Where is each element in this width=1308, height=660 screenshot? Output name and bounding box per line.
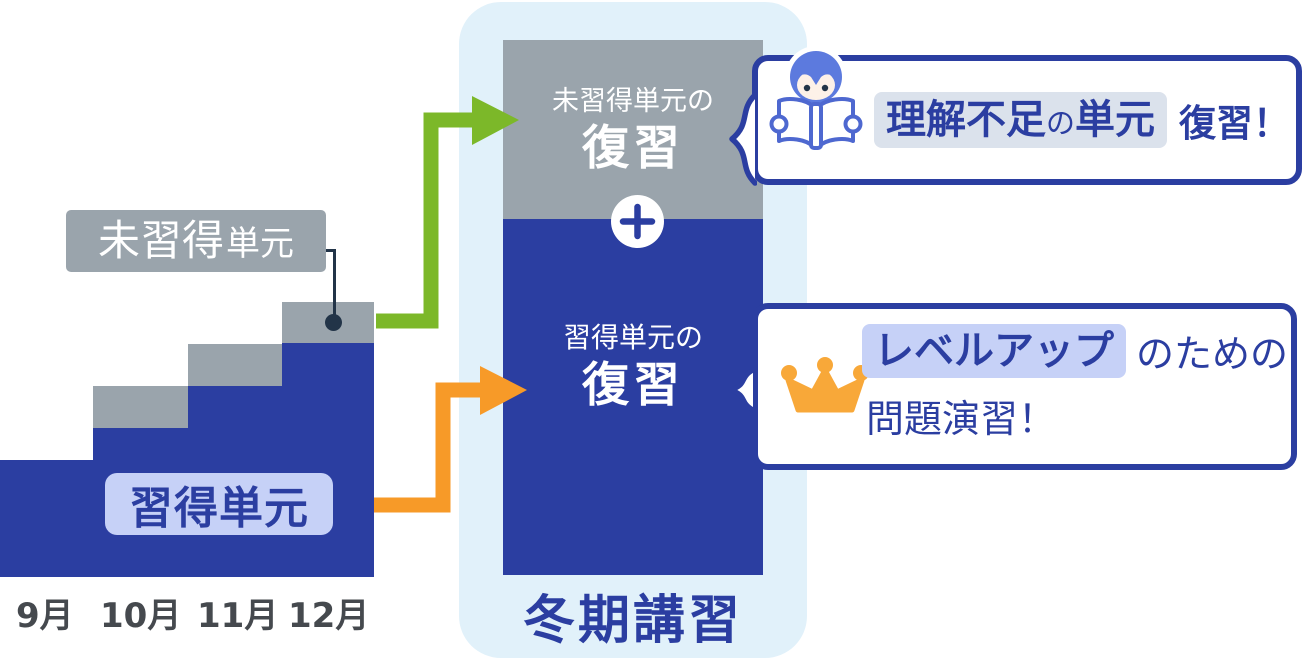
highlight-text-strong2: 単元 xyxy=(1075,97,1156,143)
unmastered-units-label: 未習得 単元 xyxy=(66,210,326,272)
highlight-text-particle: の xyxy=(1046,106,1076,140)
unmastered-cap-nov xyxy=(188,344,282,386)
unmastered-units-label-strong: 未習得 xyxy=(97,216,224,265)
review-suffix-text: 復習！ xyxy=(1179,102,1291,145)
unmastered-cap-oct xyxy=(93,386,188,428)
levelup-callout-bubble: レベルアップ のための 問題演習！ xyxy=(728,303,1297,470)
panel-title: 冬期講習 xyxy=(522,591,743,651)
levelup-suffix-text: のための xyxy=(1136,332,1289,376)
connector-line-horizontal xyxy=(326,249,336,252)
mastered-review-line1: 習得単元の xyxy=(562,321,703,354)
plus-icon xyxy=(611,195,664,248)
unmastered-review-box: 未習得単元の 復習 xyxy=(503,40,763,221)
connector-line-vertical xyxy=(333,249,336,323)
orange-arrow-icon xyxy=(374,366,527,513)
mastered-units-label: 習得単元 xyxy=(105,473,333,535)
crown-icon xyxy=(781,357,869,413)
top-bubble-content: 理解不足 の 単元 復習！ xyxy=(874,61,1290,179)
staircase-chart xyxy=(0,302,374,577)
bubble-tail-icon xyxy=(729,92,757,186)
unmastered-review-line2: 復習 xyxy=(582,121,684,177)
month-label-sep: 9月 xyxy=(16,596,74,636)
unmastered-review-line1: 未習得単元の xyxy=(552,86,714,118)
month-label-dec: 12月 xyxy=(288,596,370,636)
practice-text: 問題演習！ xyxy=(866,397,1057,441)
bottom-bubble-content: レベルアップ のための 問題演習！ xyxy=(862,323,1288,443)
unmastered-units-label-small: 単元 xyxy=(226,224,294,264)
understanding-highlight: 理解不足 の 単元 xyxy=(874,92,1168,148)
highlight-text-strong: 理解不足 xyxy=(886,97,1046,143)
month-label-oct: 10月 xyxy=(100,596,182,636)
review-callout-bubble: 理解不足 の 単元 復習！ xyxy=(729,47,1302,186)
month-label-nov: 11月 xyxy=(197,596,279,636)
reading-person-icon xyxy=(769,47,863,150)
green-arrow-icon xyxy=(376,96,519,329)
mastered-steps-shape xyxy=(0,343,374,577)
bubble-tail-icon xyxy=(728,367,755,413)
mastered-review-line2: 復習 xyxy=(582,358,684,414)
dot-marker-icon xyxy=(325,314,342,331)
levelup-line1: レベルアップ のための xyxy=(862,323,1288,378)
mastered-review-box: 習得単元の 復習 xyxy=(503,219,763,575)
levelup-highlight: レベルアップ xyxy=(862,323,1126,378)
